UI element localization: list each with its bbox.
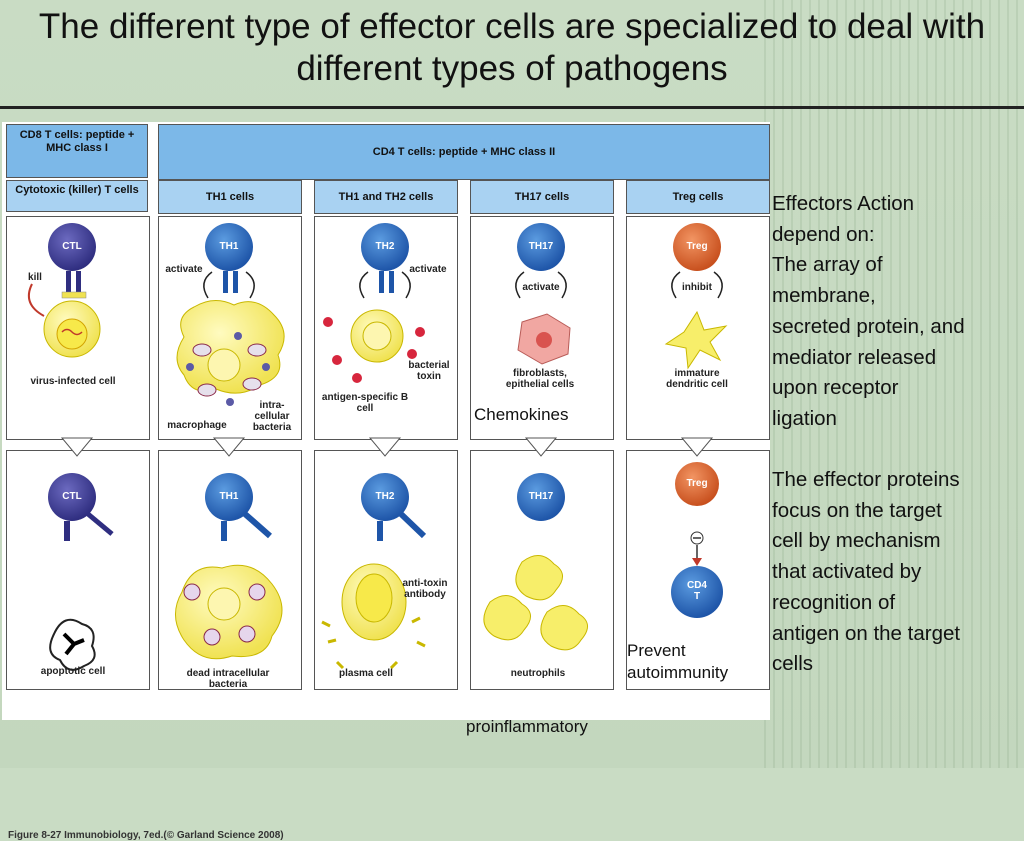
label-th17-bottom: TH17 [528, 491, 554, 502]
sidebar-line: The effector proteins [772, 468, 960, 491]
sidebar-line: Effectors Action [772, 192, 915, 215]
label-neutrophils: neutrophils [510, 668, 566, 679]
label-kill: kill [28, 272, 42, 283]
label-bacterial-toxin: bacterial toxin [408, 360, 450, 382]
label-th17-top: TH17 [528, 241, 554, 252]
label-ctl-bottom: CTL [62, 491, 82, 502]
label-anti-toxin: anti-toxin antibody [402, 578, 448, 600]
label-immature-dendritic: immature dendritic cell [666, 368, 728, 390]
annotation-chemokines: Chemokines [474, 405, 569, 424]
label-activate-th1: activate [165, 264, 203, 275]
label-th1-top: TH1 [219, 241, 239, 252]
label-th1-bottom: TH1 [219, 491, 239, 502]
slide-title: The different type of effector cells are… [38, 7, 986, 88]
col-header-th1: TH1 cells [158, 180, 302, 214]
col-header-treg: Treg cells [626, 180, 770, 214]
label-treg-top: Treg [686, 241, 708, 252]
col-header-cytotoxic: Cytotoxic (killer) T cells [6, 180, 148, 212]
label-ctl-top: CTL [62, 241, 82, 252]
label-plasma-cell: plasma cell [339, 668, 393, 679]
sidebar-line: mediator released [772, 345, 937, 369]
sidebar-line: ligation [772, 406, 837, 430]
sidebar-line: The array of [772, 253, 883, 277]
header-cd4: CD4 T cells: peptide + MHC class II [158, 124, 770, 180]
label-th2-top: TH2 [375, 241, 395, 252]
sidebar-paragraph-1: Effectors Action depend on: The array of… [772, 189, 965, 435]
label-th2-bottom: TH2 [375, 491, 395, 502]
label-activate-th17: activate [522, 282, 560, 293]
sidebar-line: cells [772, 652, 814, 676]
label-inhibit: inhibit [682, 282, 712, 293]
label-fibroblasts: fibroblasts, epithelial cells [505, 368, 575, 390]
sidebar-line: recognition of [772, 590, 896, 614]
annotation-prevent-text: Prevent autoimmunity [627, 641, 729, 682]
decorative-pattern [764, 0, 1024, 768]
col-header-th1-th2: TH1 and TH2 cells [314, 180, 458, 214]
label-treg-bottom: Treg [686, 478, 708, 489]
sidebar-line: depend on: [772, 222, 875, 246]
label-apoptotic-cell: apoptotic cell [40, 666, 106, 677]
label-cd4t: CD4 T [686, 580, 707, 602]
label-activate-th2: activate [409, 264, 447, 275]
sidebar-line: secreted protein, and [772, 314, 965, 338]
label-antigen-specific-b: antigen-specific B cell [321, 392, 409, 414]
sidebar-line: membrane, [772, 284, 876, 308]
annotation-prevent-autoimmunity: Prevent autoimmunity [627, 640, 767, 684]
figure-caption: Figure 8-27 Immunobiology, 7ed.(© Garlan… [8, 830, 284, 841]
annotation-proinflammatory: proinflammatory [466, 717, 588, 736]
sidebar-line: cell by mechanism [772, 529, 941, 553]
col-header-th17: TH17 cells [470, 180, 614, 214]
title-divider [0, 106, 1024, 109]
label-virus-infected: virus-infected cell [30, 376, 116, 387]
immunobiology-figure: CD8 T cells: peptide + MHC class I CD4 T… [2, 122, 770, 841]
figure-graphics [28, 223, 728, 671]
sidebar-line: focus on the target [772, 498, 942, 522]
sidebar-paragraph-2: The effector proteins focus on the targe… [772, 465, 960, 680]
sidebar-line: that activated by [772, 560, 922, 584]
sidebar-line: antigen on the target [772, 621, 961, 645]
sidebar-line: upon receptor [772, 376, 899, 400]
label-dead-bacteria: dead intracellular bacteria [186, 668, 270, 690]
header-cd8: CD8 T cells: peptide + MHC class I [6, 124, 148, 178]
label-macrophage: macrophage [167, 420, 227, 431]
label-intracellular-bacteria: intra-cellular bacteria [252, 400, 292, 433]
